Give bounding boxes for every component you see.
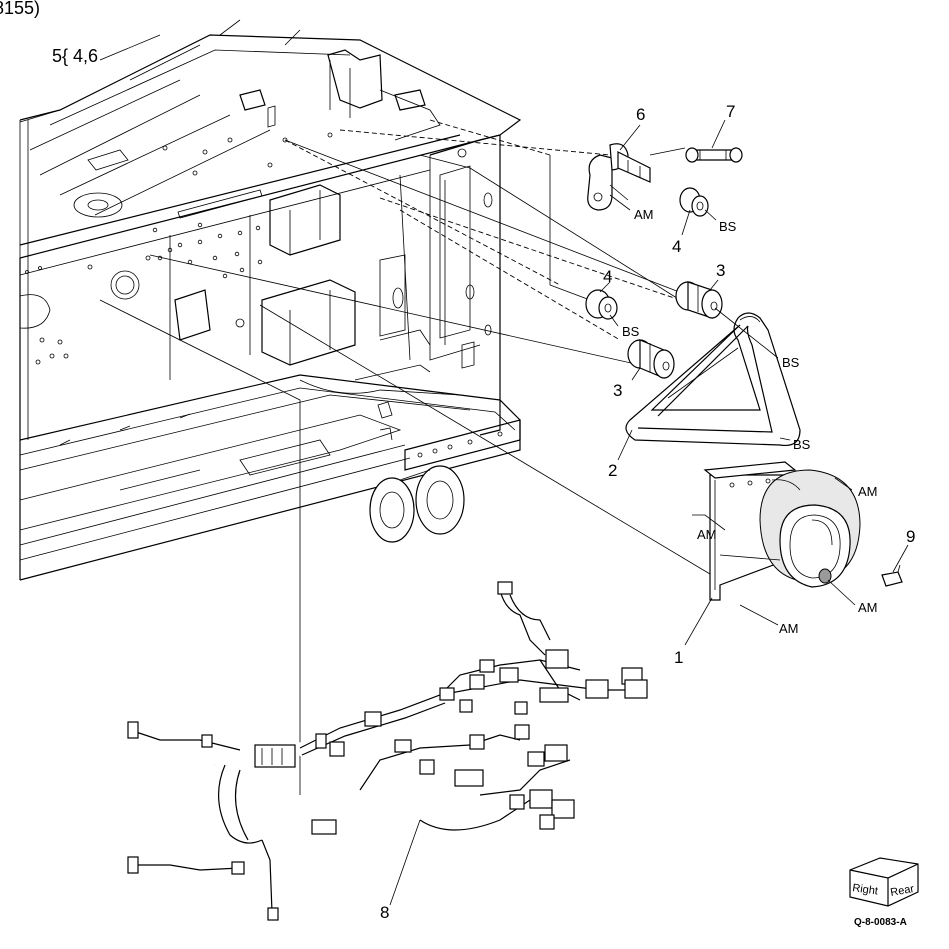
callout-6: 6 <box>636 105 645 124</box>
tag-bs-part2: BS <box>793 437 811 452</box>
cube-rear-label: Rear <box>889 883 915 899</box>
chassis-frame <box>19 19 522 581</box>
callout-8: 8 <box>380 903 389 922</box>
part-4-bushing-upper <box>679 187 709 217</box>
tag-am-part6: AM <box>634 207 654 222</box>
callout-4-lower: 4 <box>603 267 612 286</box>
part-3-pulley-lower <box>627 339 675 379</box>
callout-3-lower: 3 <box>613 381 622 400</box>
callout-4-upper: 4 <box>672 237 681 256</box>
tag-am-bracket-bottom: AM <box>779 621 799 636</box>
part-8-wire-harness <box>127 581 648 921</box>
part-7-shaft <box>685 147 743 163</box>
callout-3-upper: 3 <box>716 261 725 280</box>
orientation-cube: Right Rear <box>849 857 919 907</box>
header-fragment: 8155) <box>0 0 40 18</box>
callout-leaders <box>389 119 909 906</box>
variant-note: 5{ 4,6 <box>52 46 98 66</box>
part-3-pulley-upper <box>675 281 723 319</box>
tag-bs-part3: BS <box>782 355 800 370</box>
callout-9: 9 <box>906 527 915 546</box>
part-4-bushing-lower <box>585 289 618 320</box>
part-1-motor-assembly <box>703 461 861 601</box>
tag-am-bracket-top: AM <box>858 484 878 499</box>
tag-am-motor: AM <box>858 600 878 615</box>
callout-1: 1 <box>674 648 683 667</box>
cube-right-label: Right <box>852 882 879 897</box>
part-9-connector <box>881 564 903 587</box>
tag-bs-part4-upper: BS <box>719 219 737 234</box>
tag-bs-part4-lower: BS <box>622 324 640 339</box>
part-2-drive-belt <box>625 312 801 447</box>
figure-code: Q-8-0083-A <box>854 917 907 928</box>
callout-2: 2 <box>608 461 617 480</box>
callout-7: 7 <box>726 102 735 121</box>
tag-am-bracket-left: AM <box>697 527 717 542</box>
part-6-bearing-bracket <box>587 143 651 211</box>
